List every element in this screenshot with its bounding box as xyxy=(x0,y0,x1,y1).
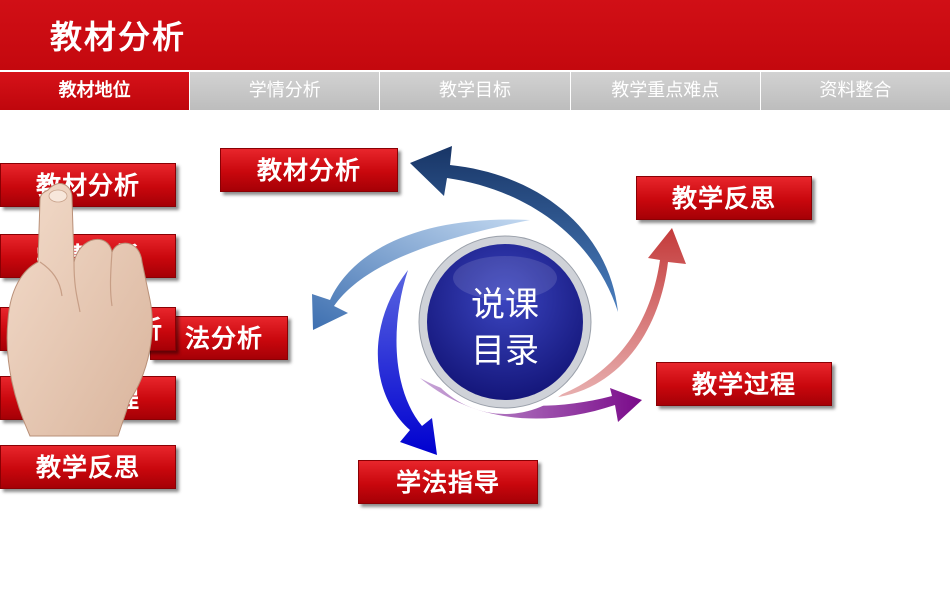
tab-textbook-position[interactable]: 教材地位 xyxy=(0,72,191,110)
left-menu-item-method-analysis[interactable]: 教法学法分析 xyxy=(0,307,176,351)
cycle-label-study-method-guidance[interactable]: 学法指导 xyxy=(358,460,538,504)
center-label-line1: 说课 xyxy=(471,285,539,325)
arrow-rose xyxy=(552,228,686,398)
header-bar: 教材分析 xyxy=(0,0,950,70)
left-menu-item-teaching-reflection[interactable]: 教学反思 xyxy=(0,445,176,489)
page-title: 教材分析 xyxy=(50,18,187,56)
tab-resource-integration[interactable]: 资料整合 xyxy=(760,72,950,110)
tab-teaching-goals[interactable]: 教学目标 xyxy=(380,72,571,110)
tab-bar: 教材地位 学情分析 教学目标 教学重点难点 资料整合 xyxy=(0,72,950,110)
arrow-navy xyxy=(410,146,618,312)
arrow-steel-blue xyxy=(312,219,530,330)
cycle-label-teaching-reflection[interactable]: 教学反思 xyxy=(636,176,812,220)
cycle-label-teaching-process[interactable]: 教学过程 xyxy=(656,362,832,406)
tab-student-analysis[interactable]: 学情分析 xyxy=(190,72,381,110)
arrow-blue xyxy=(377,270,437,455)
left-menu-item-student-analysis[interactable]: 学情分析 xyxy=(0,234,176,278)
center-label-line2: 目录 xyxy=(471,331,539,371)
left-menu-item-teaching-process[interactable]: 教学过程 xyxy=(0,376,176,420)
arrow-purple xyxy=(420,378,642,422)
tab-key-difficult-points[interactable]: 教学重点难点 xyxy=(570,72,761,110)
cycle-label-textbook-analysis[interactable]: 教材分析 xyxy=(220,148,398,192)
left-menu-item-textbook-analysis[interactable]: 教材分析 xyxy=(0,163,176,207)
center-disc xyxy=(427,244,583,400)
